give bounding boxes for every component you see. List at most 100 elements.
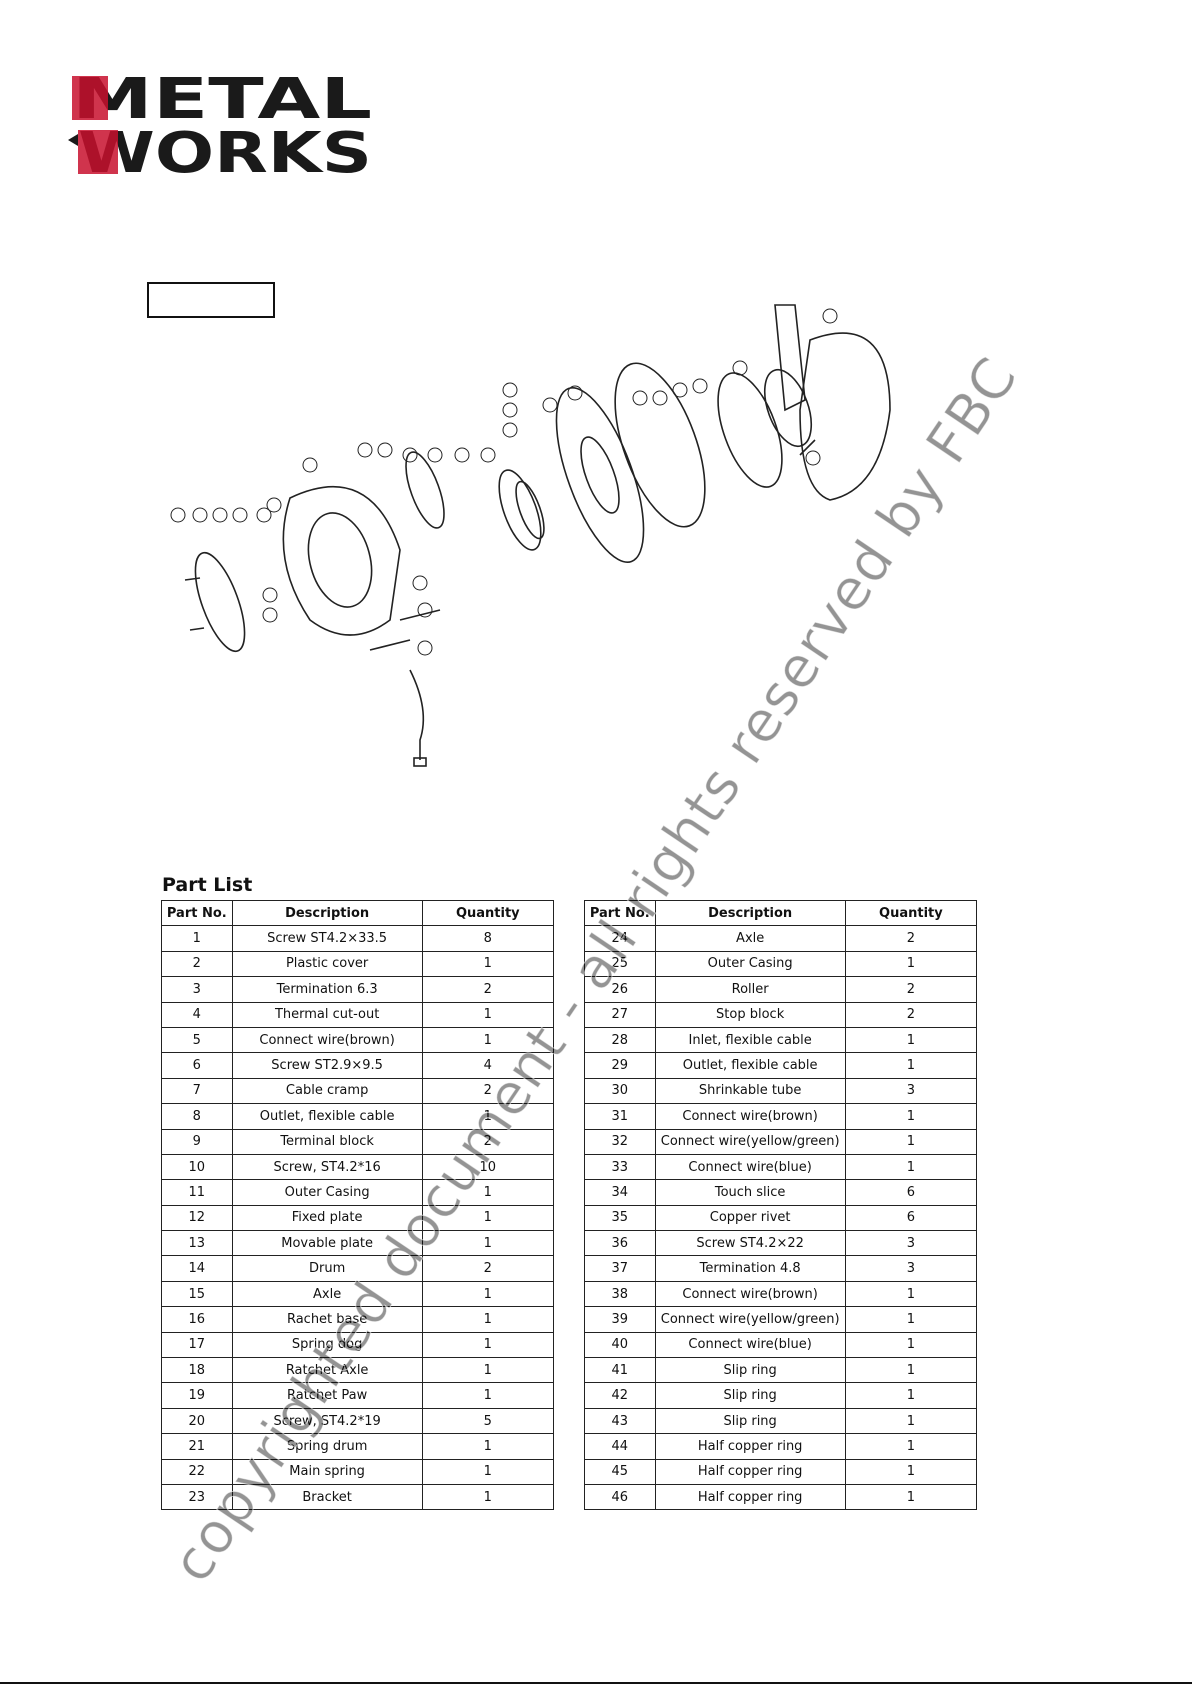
quantity-cell: 3 — [844, 1230, 978, 1257]
quantity-cell: 1 — [421, 1458, 555, 1485]
quantity-cell: 1 — [421, 1382, 555, 1409]
quantity-cell: 1 — [421, 1179, 555, 1206]
quantity-cell: 10 — [421, 1153, 555, 1181]
quantity-cell: 1 — [844, 1433, 978, 1460]
quantity-cell: 6 — [844, 1179, 978, 1206]
description-cell: Screw ST2.9×9.5 — [231, 1052, 423, 1079]
outer-casing-right-part — [799, 332, 891, 501]
part-no-cell: 8 — [161, 1103, 233, 1130]
description-cell: Half copper ring — [654, 1458, 846, 1485]
figure-label-box — [147, 282, 275, 318]
bottom-rule — [0, 1682, 1192, 1684]
logo-line-metal: METAL — [72, 68, 372, 132]
part-no-cell: 6 — [161, 1052, 233, 1079]
part-no-cell: 12 — [161, 1204, 233, 1232]
description-cell: Slip ring — [654, 1357, 846, 1384]
part-no-cell: 45 — [584, 1458, 656, 1485]
quantity-cell: 1 — [844, 1407, 978, 1435]
quantity-cell: 8 — [421, 925, 555, 952]
quantity-cell: 4 — [421, 1052, 555, 1079]
quantity-cell: 1 — [844, 1483, 978, 1511]
description-cell: Connect wire(brown) — [231, 1026, 423, 1054]
quantity-cell: 2 — [421, 1128, 555, 1155]
part-no-cell: 39 — [584, 1306, 656, 1333]
part-no-cell: 19 — [161, 1382, 233, 1409]
part-no-cell: 28 — [584, 1026, 656, 1054]
header-description: Description — [654, 899, 846, 927]
cable-part — [409, 669, 425, 760]
quantity-cell: 1 — [844, 950, 978, 978]
description-cell: Half copper ring — [654, 1433, 846, 1460]
header-part-no: Part No. — [584, 899, 656, 927]
plastic-cover-part — [194, 551, 246, 653]
part-no-cell: 44 — [584, 1433, 656, 1460]
part-no-cell: 18 — [161, 1357, 233, 1384]
description-cell: Fixed plate — [231, 1204, 423, 1232]
header-part-no: Part No. — [161, 899, 233, 927]
description-cell: Main spring — [231, 1458, 423, 1485]
part-no-cell: 35 — [584, 1204, 656, 1232]
quantity-cell: 2 — [421, 1077, 555, 1105]
header-quantity: Quantity — [421, 899, 555, 927]
description-cell: Copper rivet — [654, 1204, 846, 1232]
description-cell: Outer Casing — [231, 1179, 423, 1206]
description-cell: Plastic cover — [231, 950, 423, 978]
part-no-cell: 26 — [584, 976, 656, 1003]
table-header-row: Part No. Description Quantity — [584, 899, 978, 927]
quantity-cell: 1 — [421, 1306, 555, 1333]
quantity-cell: 1 — [421, 1483, 555, 1511]
part-no-cell: 42 — [584, 1382, 656, 1409]
part-no-cell: 7 — [161, 1077, 233, 1105]
quantity-cell: 1 — [844, 1458, 978, 1485]
description-cell: Roller — [654, 976, 846, 1003]
part-no-cell: 29 — [584, 1052, 656, 1079]
part-no-cell: 16 — [161, 1306, 233, 1333]
quantity-cell: 5 — [421, 1407, 555, 1435]
part-list-title: Part List — [162, 874, 253, 896]
description-cell: Slip ring — [654, 1382, 846, 1409]
header-quantity: Quantity — [844, 899, 978, 927]
quantity-cell: 6 — [844, 1204, 978, 1232]
quantity-cell: 1 — [421, 1204, 555, 1232]
description-cell: Screw, ST4.2*19 — [231, 1407, 423, 1435]
part-no-cell: 15 — [161, 1280, 233, 1308]
part-no-cell: 9 — [161, 1128, 233, 1155]
part-no-cell: 30 — [584, 1077, 656, 1105]
description-cell: Shrinkable tube — [654, 1077, 846, 1105]
part-no-cell: 1 — [161, 925, 233, 952]
description-cell: Stop block — [654, 1001, 846, 1028]
description-cell: Spring dog — [231, 1331, 423, 1359]
spring-drum-part — [717, 372, 783, 488]
quantity-cell: 1 — [844, 1052, 978, 1079]
description-cell: Cable cramp — [231, 1077, 423, 1105]
description-cell: Termination 4.8 — [654, 1255, 846, 1282]
quantity-cell: 1 — [844, 1357, 978, 1384]
bracket-part — [774, 304, 806, 412]
description-cell: Outlet, flexible cable — [231, 1103, 423, 1130]
description-cell: Outer Casing — [654, 950, 846, 978]
quantity-cell: 1 — [421, 1357, 555, 1384]
description-cell: Connect wire(blue) — [654, 1331, 846, 1359]
description-cell: Connect wire(blue) — [654, 1153, 846, 1181]
